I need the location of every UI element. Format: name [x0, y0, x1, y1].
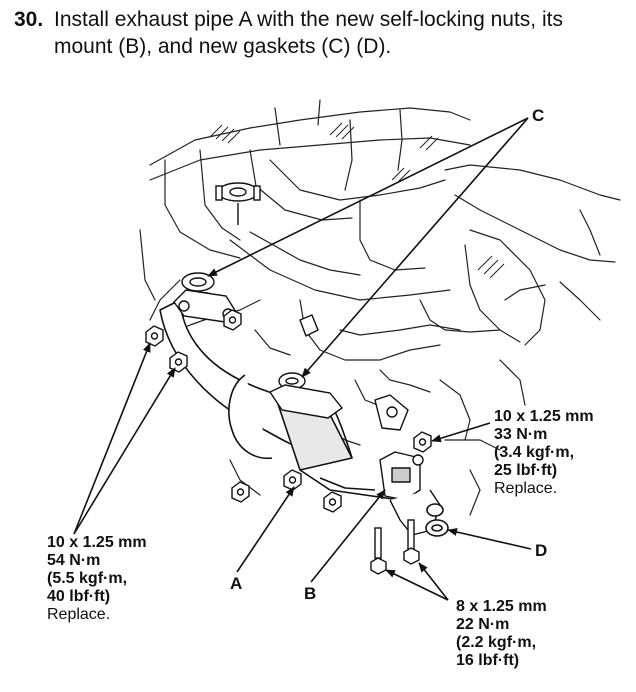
spec-torque-kgfm: (3.4 kgf·m,: [494, 444, 575, 461]
nut-bottom-left: [231, 481, 250, 503]
upper-flange: [215, 182, 261, 225]
nut-left-lower: [169, 351, 188, 373]
gasket-d: [425, 503, 449, 537]
self-locking-nuts: [145, 309, 432, 513]
torque-spec-left: 10 x 1.25 mm 54 N·m (5.5 kgf·m, 40 lbf·f…: [47, 534, 147, 624]
nut-upper-right: [413, 431, 432, 453]
step-number: 30.: [14, 8, 44, 31]
nut-left-upper: [145, 325, 164, 347]
vehicle-body-outline: [139, 99, 621, 516]
nut-upper-flange: [223, 309, 242, 331]
torque-spec-upper-right: 10 x 1.25 mm 33 N·m (3.4 kgf·m, 25 lbf·f…: [494, 408, 594, 498]
spec-torque-kgfm: (5.5 kgf·m,: [47, 570, 128, 587]
step-instruction: 30. Install exhaust pipe A with the new …: [14, 6, 624, 60]
spec-torque-nm: 33 N·m: [494, 426, 548, 443]
spec-torque-nm: 54 N·m: [47, 552, 101, 569]
mount-bolts: [370, 519, 420, 575]
spec-note: Replace.: [47, 606, 111, 623]
spec-size: 10 x 1.25 mm: [47, 534, 147, 551]
callout-c: C: [532, 106, 545, 125]
callout-b: B: [304, 584, 317, 603]
bolt-left: [370, 527, 387, 575]
callout-a: A: [230, 574, 243, 593]
nut-bottom-center: [283, 469, 302, 491]
spec-torque-lbfft: 40 lbf·ft): [47, 588, 111, 605]
callout-d: D: [535, 541, 548, 560]
torque-spec-bottom-right: 8 x 1.25 mm 22 N·m (2.2 kgf·m, 16 lbf·ft…: [456, 598, 547, 670]
spec-size: 8 x 1.25 mm: [456, 598, 547, 615]
spec-torque-lbfft: 16 lbf·ft): [456, 652, 520, 669]
bolt-right: [403, 519, 420, 565]
leader-lines: [73, 117, 532, 601]
hatch-details: [209, 122, 505, 279]
spec-torque-nm: 22 N·m: [456, 616, 510, 633]
nut-bottom-right: [323, 491, 342, 513]
spec-note: Replace.: [494, 480, 558, 497]
step-text: Install exhaust pipe A with the new self…: [54, 8, 563, 58]
spec-torque-lbfft: 25 lbf·ft): [494, 462, 558, 479]
spec-torque-kgfm: (2.2 kgf·m,: [456, 634, 537, 651]
spec-size: 10 x 1.25 mm: [494, 408, 594, 425]
